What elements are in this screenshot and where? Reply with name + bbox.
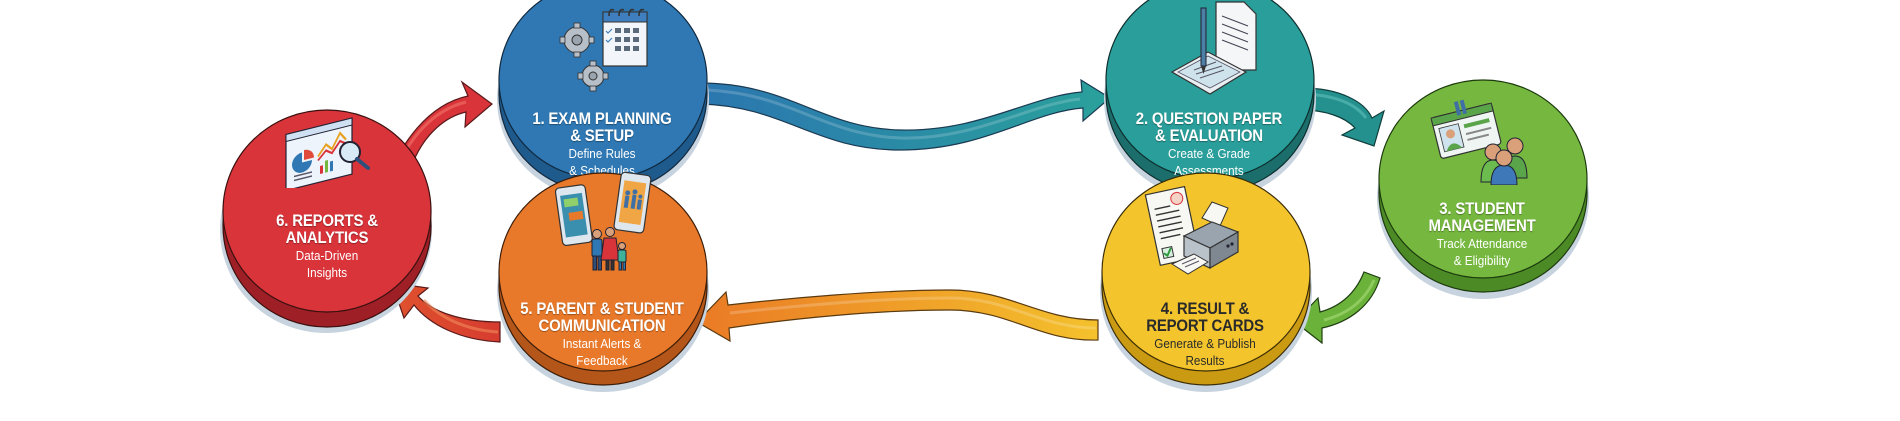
step-parent-student-communication: 5. PARENT & STUDENT COMMUNICATION Instan… xyxy=(497,171,709,398)
step-subtitle: Instant Alerts & xyxy=(562,336,642,351)
step-reports-analytics: 6. REPORTS & ANALYTICS Data-Driven Insig… xyxy=(220,108,432,333)
tablet-pen-document-icon xyxy=(1170,1,1257,95)
step-2-label: 2. QUESTION PAPER & EVALUATION Create & … xyxy=(1114,110,1304,178)
disc xyxy=(497,0,709,200)
step-subtitle: Track Attendance xyxy=(1436,236,1528,251)
step-4-label: 4. RESULT & REPORT CARDS Generate & Publ… xyxy=(1110,300,1300,368)
arrow-result-to-communication xyxy=(696,289,1099,343)
step-5-label: 5. PARENT & STUDENT COMMUNICATION Instan… xyxy=(507,300,697,368)
step-title: 1. EXAM PLANNING xyxy=(532,109,672,128)
step-title: 4. RESULT & xyxy=(1160,299,1250,318)
step-title: ANALYTICS xyxy=(285,228,369,247)
step-title: 2. QUESTION PAPER xyxy=(1135,109,1283,128)
arrow-reports-to-planning xyxy=(399,80,493,161)
step-subtitle: Generate & Publish xyxy=(1154,336,1256,351)
step-subtitle: Define Rules xyxy=(568,146,636,161)
step-subtitle: Create & Grade xyxy=(1168,146,1250,161)
step-title: COMMUNICATION xyxy=(538,316,666,335)
dashboard-magnifier-icon xyxy=(285,117,370,188)
disc xyxy=(1104,0,1316,200)
step-title: MANAGEMENT xyxy=(1428,216,1536,235)
gears-calendar-icon xyxy=(559,8,648,92)
step-subtitle: Results xyxy=(1185,353,1225,368)
step-subtitle: Feedback xyxy=(576,353,628,368)
step-title: 6. REPORTS & xyxy=(276,211,378,230)
arrow-planning-to-question-paper xyxy=(699,78,1112,151)
step-title: & EVALUATION xyxy=(1155,126,1263,145)
id-card-group-icon xyxy=(1430,99,1528,185)
phones-family-icon xyxy=(555,171,652,271)
step-title: REPORT CARDS xyxy=(1146,316,1264,335)
disc xyxy=(1377,79,1589,299)
step-subtitle: Insights xyxy=(306,265,348,280)
step-student-management: 3. STUDENT MANAGEMENT Track Attendance &… xyxy=(1377,79,1589,299)
step-question-paper: 2. QUESTION PAPER & EVALUATION Create & … xyxy=(1104,0,1316,210)
disc xyxy=(220,109,432,333)
step-result-report-cards: 4. RESULT & REPORT CARDS Generate & Publ… xyxy=(1100,172,1312,398)
step-6-label: 6. REPORTS & ANALYTICS Data-Driven Insig… xyxy=(232,212,422,280)
disc xyxy=(497,172,709,392)
step-exam-planning: 1. EXAM PLANNING & SETUP Define Rules & … xyxy=(497,0,709,210)
step-3-label: 3. STUDENT MANAGEMENT Track Attendance &… xyxy=(1387,200,1577,268)
step-subtitle: Data-Driven xyxy=(295,248,359,263)
printer-report-icon xyxy=(1144,185,1240,275)
step-title: 5. PARENT & STUDENT xyxy=(520,299,684,318)
step-title: & SETUP xyxy=(570,126,634,145)
step-subtitle: & Eligibility xyxy=(1453,253,1511,268)
step-title: 3. STUDENT xyxy=(1439,199,1525,218)
